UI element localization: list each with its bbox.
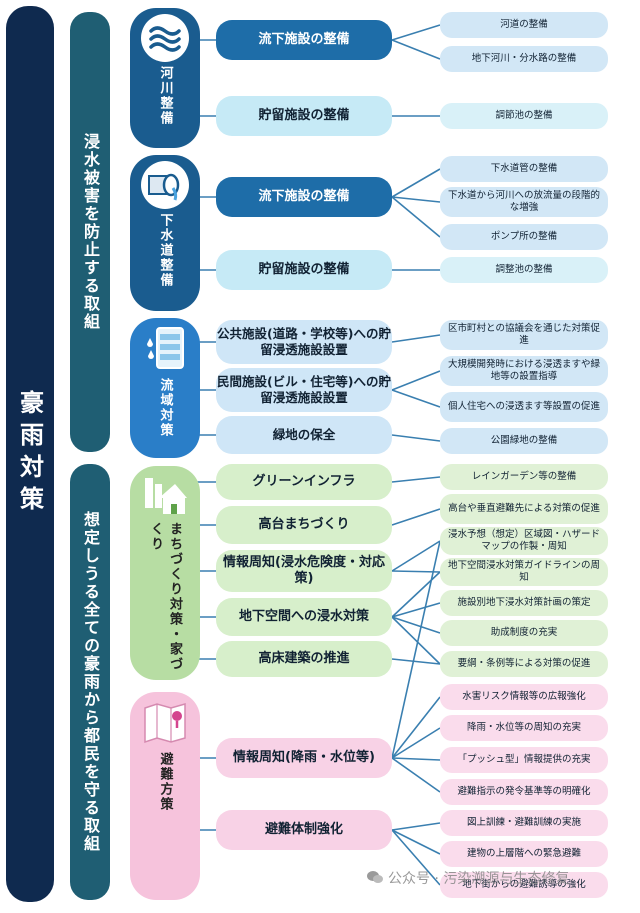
- watermark: 公众号 · 污染溯源与生态修复: [388, 871, 570, 887]
- measure-highland-town: 高台まちづくり: [216, 506, 392, 544]
- item-drill: 図上訓練・避難訓練の実施: [440, 810, 608, 836]
- measure-evacuation-system: 避難体制強化: [216, 810, 392, 850]
- item-subsidy: 助成制度の充実: [440, 620, 608, 646]
- connector-7-0: [391, 476, 441, 483]
- item-evacuation-criteria: 避難指示の発令基準等の明確化: [440, 779, 608, 805]
- connector-0-1: [391, 39, 441, 60]
- connector-9-0: [391, 540, 441, 572]
- connector-2-0: [391, 168, 441, 198]
- main-title: 豪雨対策: [15, 390, 44, 518]
- measure-river-storage: 貯留施設の整備: [216, 96, 392, 136]
- category-basin-label: 流域対策: [157, 378, 173, 438]
- measure-raised-floor: 高床建築の推進: [216, 641, 392, 677]
- category-evacuation-label: 避難方策: [157, 752, 173, 812]
- connector-12-0: [391, 540, 441, 759]
- river-wave-icon: [141, 14, 189, 62]
- connector-12-1: [391, 696, 441, 759]
- item-discharge-increase: 下水道から河川への放流量の段階的な増強: [440, 187, 608, 217]
- connector-10-3: [391, 616, 441, 665]
- measure-green-conservation: 緑地の保全: [216, 416, 392, 454]
- wechat-icon: [367, 871, 383, 883]
- evacuation-map-icon: [140, 698, 190, 748]
- connector-2-2: [391, 196, 441, 238]
- category-basin: 流域対策: [130, 318, 200, 458]
- connector-13-1: [391, 829, 441, 855]
- category-sewer: 下水道整備: [130, 155, 200, 311]
- measure-green-infra: グリーンインフラ: [216, 464, 392, 500]
- connector-8-0: [391, 508, 441, 526]
- connector-2-1: [391, 196, 441, 203]
- rain-storage-tank-icon: [140, 324, 190, 374]
- category-town-label: まちづくり対策・家づくり: [148, 522, 182, 672]
- connector-6-0: [391, 434, 441, 442]
- category-sewer-label: 下水道整備: [157, 213, 173, 288]
- group-protection-label: 想定しうる全ての豪雨から都民を守る取組: [81, 511, 100, 853]
- measure-private-facilities: 民間施設(ビル・住宅等)への貯留浸透施設設置: [216, 368, 392, 412]
- item-riverbed: 河道の整備: [440, 12, 608, 38]
- connector-0-0: [391, 24, 441, 41]
- item-private-house: 個人住宅への浸透ます等設置の促進: [440, 392, 608, 422]
- connector-10-2: [391, 616, 441, 634]
- connector-13-2: [391, 829, 441, 886]
- main-title-bar: 豪雨対策: [6, 6, 54, 902]
- connector-12-3: [391, 757, 441, 761]
- item-regulating-pond: 調節池の整備: [440, 103, 608, 129]
- item-ordinance: 要綱・条例等による対策の促進: [440, 651, 608, 677]
- item-hazard-map: 浸水予想（想定）区域図・ハザードマップの作製・周知: [440, 527, 608, 555]
- connector-5-1: [391, 389, 441, 408]
- house-city-icon: [140, 472, 190, 518]
- item-large-development: 大規模開発時における浸透ますや緑地等の設置指導: [440, 356, 608, 386]
- connector-5-0: [391, 370, 441, 391]
- item-adjustment-pond: 調整池の整備: [440, 257, 608, 283]
- item-highland-evacuation: 高台や垂直避難先による対策の促進: [440, 494, 608, 524]
- item-underground-mall: 地下街からの避難誘導の強化: [440, 872, 608, 898]
- item-rain-garden: レインガーデン等の整備: [440, 464, 608, 490]
- item-facility-plan: 施設別地下浸水対策計画の策定: [440, 590, 608, 616]
- item-municipal-council: 区市町村との協議会を通じた対策促進: [440, 320, 608, 350]
- measure-river-flow: 流下施設の整備: [216, 20, 392, 60]
- measure-rain-info: 情報周知(降雨・水位等): [216, 738, 392, 778]
- connector-12-2: [391, 727, 441, 759]
- measure-underground: 地下空間への浸水対策: [216, 598, 392, 636]
- connector-9-1: [391, 570, 441, 573]
- connector-11-0: [391, 658, 441, 665]
- item-pump-station: ポンプ所の整備: [440, 224, 608, 250]
- item-sewer-pipe: 下水道管の整備: [440, 156, 608, 182]
- category-town: まちづくり対策・家づくり: [130, 466, 200, 680]
- group-protection: 想定しうる全ての豪雨から都民を守る取組: [70, 464, 110, 900]
- group-prevention: 浸水被害を防止する取組: [70, 12, 110, 452]
- connector-12-4: [391, 757, 441, 793]
- measure-public-facilities: 公共施設(道路・学校等)への貯留浸透施設設置: [216, 320, 392, 364]
- measure-sewer-flow: 流下施設の整備: [216, 177, 392, 217]
- item-rain-level-notice: 降雨・水位等の周知の充実: [440, 715, 608, 741]
- connector-13-0: [391, 822, 441, 831]
- measure-flood-info: 情報周知(浸水危険度・対応策): [216, 550, 392, 592]
- group-prevention-label: 浸水被害を防止する取組: [81, 133, 100, 331]
- connector-10-1: [391, 602, 441, 618]
- item-park-green: 公園緑地の整備: [440, 428, 608, 454]
- item-risk-publicity: 水害リスク情報等の広報強化: [440, 684, 608, 710]
- sewer-pipe-icon: [141, 161, 189, 209]
- measure-sewer-storage: 貯留施設の整備: [216, 250, 392, 290]
- connector-4-0: [391, 334, 441, 343]
- item-upper-floor: 建物の上層階への緊急避難: [440, 841, 608, 867]
- item-underground-guideline: 地下空間浸水対策ガイドラインの周知: [440, 558, 608, 586]
- item-underground-river: 地下河川・分水路の整備: [440, 46, 608, 72]
- item-push-info: 「プッシュ型」情報提供の充実: [440, 747, 608, 773]
- category-evacuation: 避難方策: [130, 692, 200, 900]
- category-river: 河川整備: [130, 8, 200, 148]
- category-river-label: 河川整備: [157, 66, 173, 126]
